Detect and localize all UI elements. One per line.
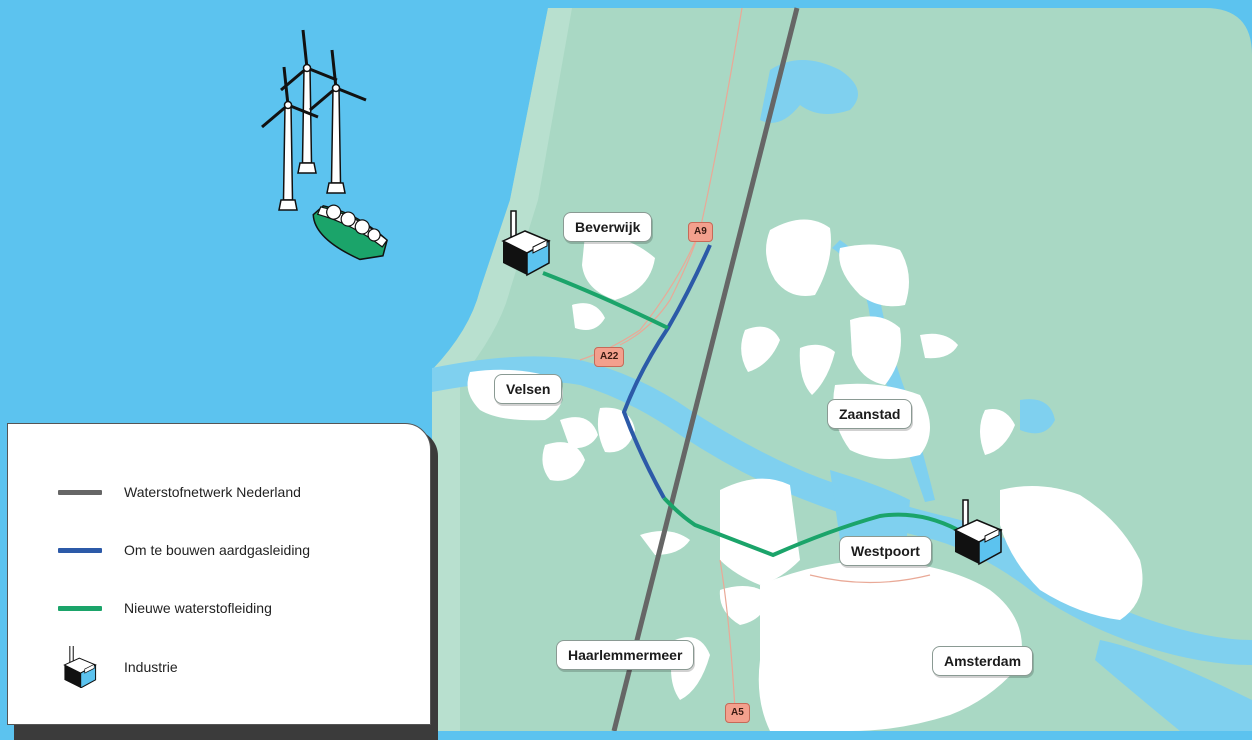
legend-swatch-grey-line	[58, 489, 102, 495]
amstel	[1095, 640, 1252, 731]
legend-item-industry: Industrie	[58, 646, 178, 688]
zaan-waters	[760, 60, 858, 123]
hydrogen-network-nl-line	[611, 7, 800, 731]
legend-label: Industrie	[124, 659, 178, 675]
place-label-westpoort: Westpoort	[839, 536, 932, 566]
new-hydrogen-pipeline-beverwijk	[542, 271, 669, 330]
new-hydrogen-pipeline-westpoort	[662, 496, 959, 558]
ship-icon	[312, 204, 388, 261]
legend-item-gas: Om te bouwen aardgasleiding	[58, 542, 310, 558]
legend-item-hydrogen: Nieuwe waterstofleiding	[58, 600, 272, 616]
legend-swatch-green-line	[58, 605, 102, 611]
road-badge-a22: A22	[594, 347, 625, 367]
legend-label: Waterstofnetwerk Nederland	[124, 484, 301, 500]
legend-label: Om te bouwen aardgasleiding	[124, 542, 311, 558]
legend-item-network: Waterstofnetwerk Nederland	[58, 484, 301, 500]
converted-gas-pipeline	[621, 244, 712, 499]
factory-icon	[63, 646, 97, 688]
place-label-haarlemmermeer: Haarlemmermeer	[556, 640, 695, 670]
place-label-amsterdam: Amsterdam	[932, 646, 1034, 676]
coast-dunes	[432, 8, 572, 731]
road-badge-a5: A5	[725, 703, 750, 723]
place-label-velsen: Velsen	[494, 374, 563, 404]
legend-label: Nieuwe waterstofleiding	[124, 600, 272, 616]
legend-swatch-blue-line	[58, 547, 102, 553]
legend: Waterstofnetwerk Nederland Om te bouwen …	[7, 423, 431, 725]
lake-east	[1020, 399, 1055, 434]
road-badge-a9: A9	[688, 222, 713, 242]
place-label-zaanstad: Zaanstad	[827, 399, 913, 429]
place-label-beverwijk: Beverwijk	[563, 212, 653, 242]
